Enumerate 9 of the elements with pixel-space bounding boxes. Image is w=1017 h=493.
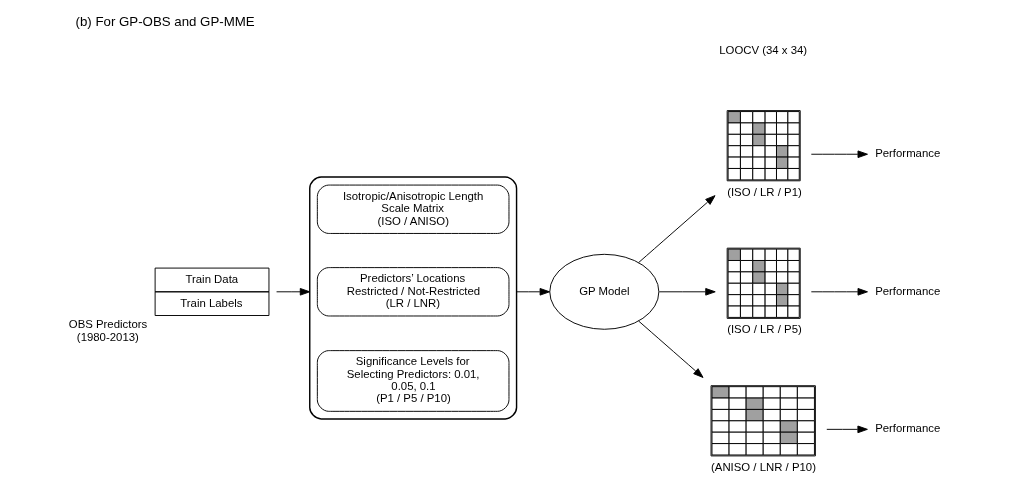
diagram-title: (b) For GP-OBS and GP-MME <box>75 14 255 30</box>
node-label: (ISO / LR / P5) <box>727 323 802 336</box>
label: LOOCV (34 x 34) <box>719 43 808 56</box>
node-text: Performance <box>875 284 941 297</box>
node-label: (ISO / LR / P1) <box>727 185 802 198</box>
node-text: Performance <box>875 422 941 435</box>
node-label: OBS Predictors (1980-2013) <box>68 318 148 343</box>
node-text: Performance <box>875 147 941 160</box>
node-label: (ANISO / LNR / P10) <box>711 460 816 473</box>
